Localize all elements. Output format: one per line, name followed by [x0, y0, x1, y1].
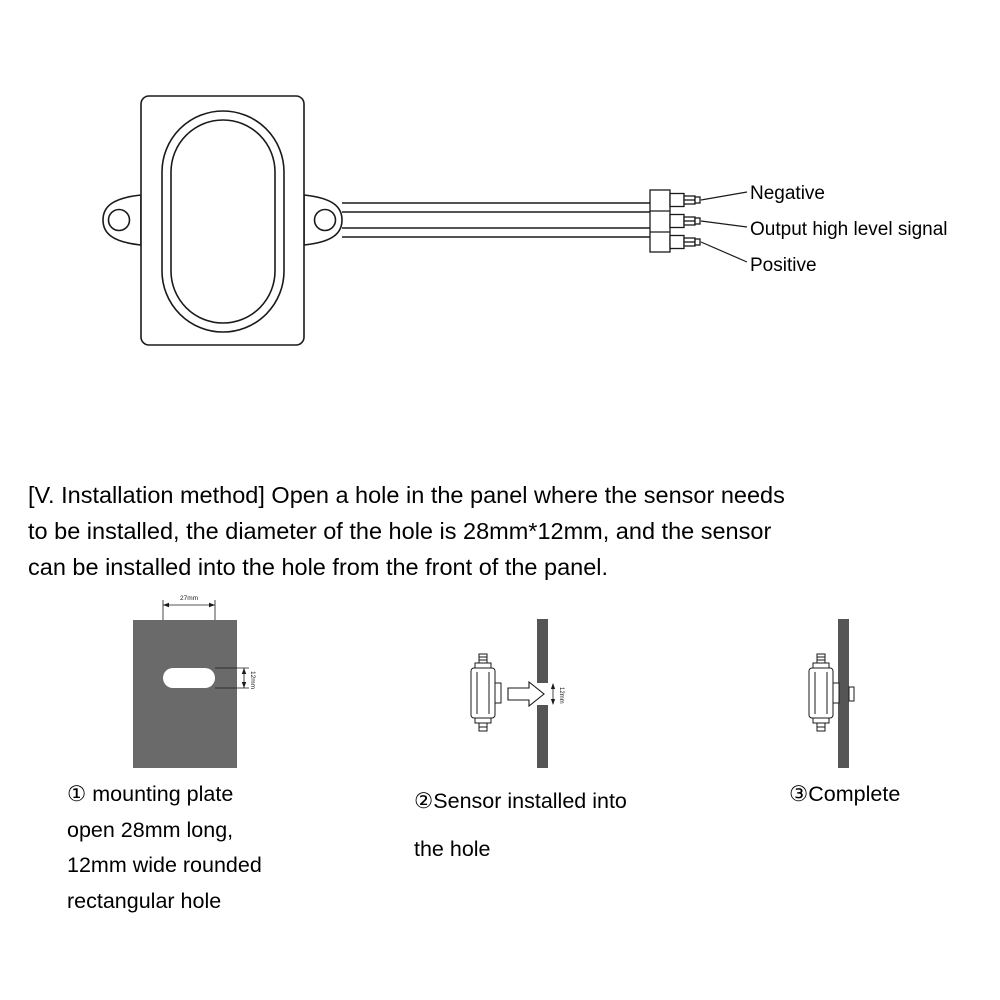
connector-3pin — [649, 189, 701, 253]
step1-caption-line-1: ① mounting plate — [67, 782, 234, 806]
leader-line-output — [700, 220, 748, 228]
panel-full — [838, 619, 849, 768]
dim-height-label: 12mm — [249, 671, 256, 689]
mounting-plate — [133, 620, 237, 768]
wire-ribbon — [342, 202, 650, 238]
step1-caption-line-2: open 28mm long, — [67, 817, 234, 842]
sensor-side-icon-installed — [808, 653, 840, 732]
hole-height-label: 12mm — [558, 687, 564, 704]
sensor-front-view — [102, 95, 343, 346]
step3-caption-line-1: ③Complete — [789, 782, 901, 806]
leader-lines — [700, 191, 748, 263]
step1-caption: ① mounting plate open 28mm long, 12mm wi… — [67, 777, 262, 919]
ear-hole-right — [313, 208, 337, 232]
step2-caption-line-2: the hole — [414, 837, 491, 861]
step1-caption-line-4: rectangular hole — [67, 888, 222, 913]
leader-line-positive — [700, 241, 748, 263]
plate-hole — [163, 668, 215, 688]
step2-caption-line-1: ②Sensor installed into — [414, 789, 627, 813]
installation-method-paragraph: [V. Installation method] Open a hole in … — [28, 477, 785, 585]
installation-line-2: to be installed, the diameter of the hol… — [28, 518, 772, 544]
sensor-side-icon — [470, 653, 502, 732]
insert-arrow-icon — [507, 680, 545, 708]
installation-line-1: [V. Installation method] Open a hole in … — [28, 482, 785, 508]
sensor-tip-through-panel — [848, 686, 855, 702]
panel-lower — [537, 705, 548, 768]
step1-mounting-plate-figure: 27mm 12mm — [133, 595, 256, 768]
step3-complete-figure — [808, 619, 855, 768]
label-negative: Negative — [750, 183, 825, 204]
dim-width-label: 27mm — [180, 595, 198, 602]
step1-caption-line-3: 12mm wide rounded — [67, 853, 262, 877]
installation-line-3: can be installed into the hole from the … — [28, 554, 609, 580]
step2-caption: ②Sensor installed into the hole — [414, 777, 627, 873]
label-positive: Positive — [750, 255, 817, 276]
leader-line-negative — [700, 191, 748, 201]
step2-insert-figure: 12mm — [470, 619, 564, 768]
ear-hole-left — [107, 208, 131, 232]
step3-caption: ③Complete — [789, 777, 900, 813]
sensor-window-inner — [170, 119, 276, 324]
panel-upper — [537, 619, 548, 683]
label-output-high-level-signal: Output high level signal — [750, 219, 948, 240]
